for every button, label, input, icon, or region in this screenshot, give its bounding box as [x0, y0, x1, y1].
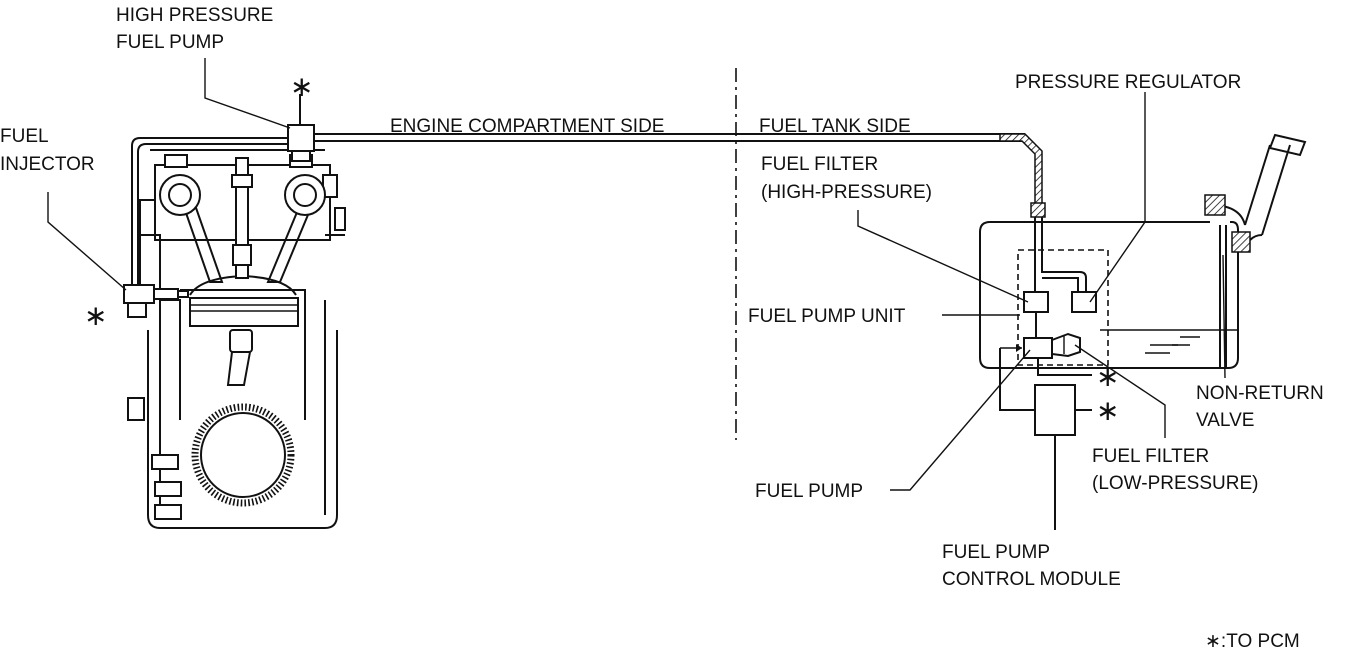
label-engine-compartment-side: ENGINE COMPARTMENT SIDE: [390, 116, 664, 137]
fuel-injector: [123, 284, 189, 318]
label-fuel-filter-high-2: (HIGH-PRESSURE): [761, 182, 932, 203]
label-fuel-filter-low-2: (LOW-PRESSURE): [1092, 473, 1258, 494]
label-fuel-filter-low-1: FUEL FILTER: [1092, 446, 1209, 467]
asterisk-hp-pump: ∗: [290, 71, 313, 102]
fuel-rail: [131, 137, 290, 288]
fuel-filter-low-pressure: [1051, 332, 1081, 358]
label-fuel-injector-1: FUEL: [0, 126, 49, 147]
asterisk-injector: ∗: [84, 300, 107, 331]
piston: [189, 297, 299, 327]
high-pressure-fuel-pump: [287, 94, 315, 162]
pressure-regulator: [1071, 291, 1097, 313]
asterisk-control-module: ∗: [1096, 395, 1119, 426]
label-fuel-tank-side: FUEL TANK SIDE: [759, 116, 911, 137]
label-fuel-pump: FUEL PUMP: [755, 481, 863, 502]
label-high-pressure-fuel-pump-1: HIGH PRESSURE: [116, 5, 273, 26]
fuel-pump-control-module: [999, 348, 1092, 530]
fuel-tank: [979, 221, 1239, 369]
label-fuel-pump-control-module-1: FUEL PUMP: [942, 542, 1050, 563]
label-fuel-injector-2: INJECTOR: [0, 154, 95, 175]
label-fuel-pump-unit: FUEL PUMP UNIT: [748, 306, 906, 327]
fuel-pump-unit: [1000, 217, 1109, 376]
label-pressure-regulator: PRESSURE REGULATOR: [1015, 72, 1241, 93]
label-non-return-valve-1: NON-RETURN: [1196, 383, 1324, 404]
crank-gear: [191, 403, 295, 507]
engine-block: [127, 149, 346, 529]
label-non-return-valve-2: VALVE: [1196, 410, 1254, 431]
label-high-pressure-fuel-pump-2: FUEL PUMP: [116, 32, 224, 53]
fuel-pump-body: [1023, 337, 1053, 359]
main-fuel-line: [314, 133, 1046, 218]
labels: HIGH PRESSURE FUEL PUMP FUEL INJECTOR EN…: [0, 5, 1324, 652]
filler-neck: [1204, 133, 1307, 368]
asterisk-pump: ∗: [1096, 361, 1119, 392]
leader-lines: [47, 58, 1226, 491]
legend-to-pcm: ∗:TO PCM: [1205, 631, 1300, 652]
label-fuel-filter-high-1: FUEL FILTER: [761, 154, 878, 175]
label-fuel-pump-control-module-2: CONTROL MODULE: [942, 569, 1121, 590]
